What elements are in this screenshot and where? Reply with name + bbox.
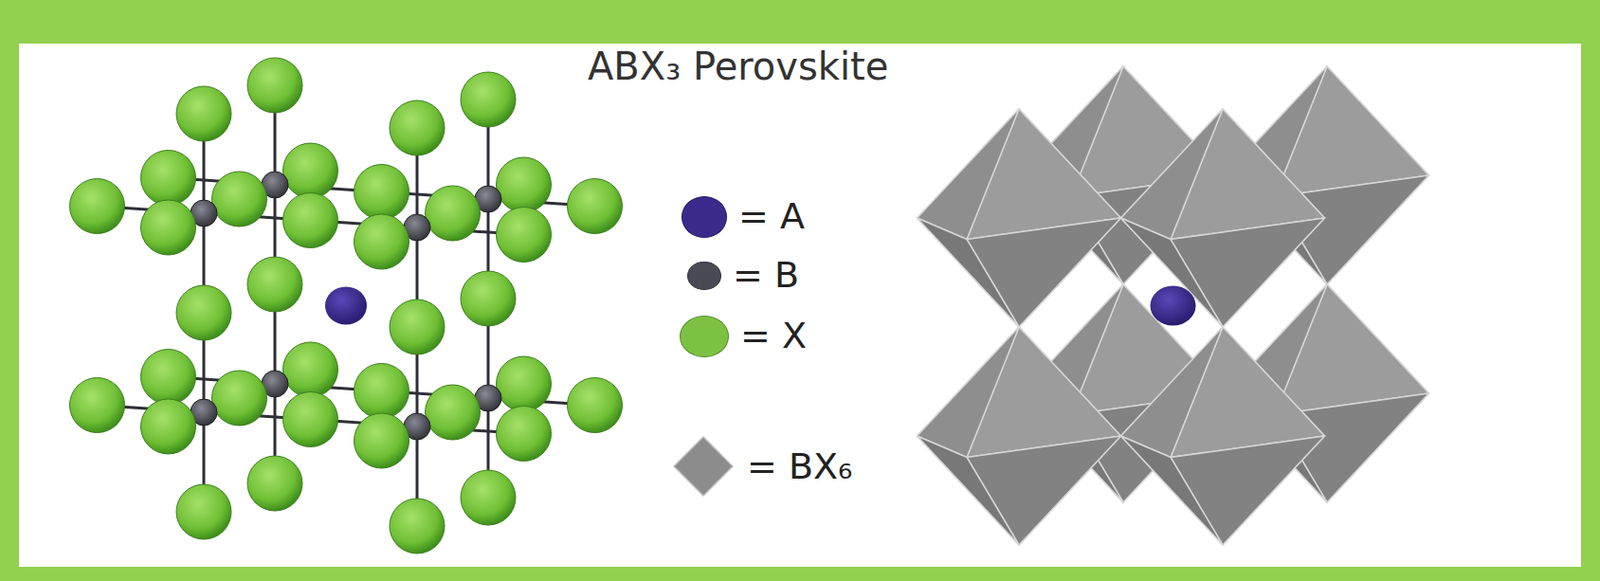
legend-text: = A	[738, 198, 805, 235]
legend-text: = X	[740, 317, 807, 354]
x-atom	[425, 185, 481, 241]
a-atom	[325, 287, 367, 326]
x-atom	[247, 455, 303, 511]
bx6-octahedron	[917, 327, 1122, 546]
diagram-title: ABX₃ Perovskite	[587, 47, 889, 86]
legend-swatch	[681, 196, 728, 237]
x-atom	[141, 200, 197, 255]
octahedron-face	[1170, 436, 1326, 546]
ball-stick-lattice	[70, 57, 623, 554]
legend-swatch	[672, 436, 734, 497]
diamond-shape	[673, 436, 733, 496]
octahedron-face	[966, 436, 1122, 546]
x-atom	[460, 470, 516, 526]
x-atom	[460, 271, 516, 327]
x-atom	[354, 164, 410, 220]
x-atom	[70, 179, 126, 235]
octahedron-face	[1121, 327, 1224, 458]
diamond-swatch	[672, 436, 734, 497]
bx6-octahedron	[917, 109, 1122, 328]
x-atom	[354, 413, 410, 469]
x-atom	[70, 378, 126, 434]
legend-swatch	[687, 261, 722, 291]
bx6-octahedron	[1121, 109, 1326, 328]
octahedron-face	[917, 436, 1020, 546]
x-atom	[496, 356, 552, 412]
x-atom	[283, 193, 339, 249]
a-atom	[1150, 286, 1197, 327]
legend-swatch	[679, 315, 729, 359]
octahedra-network	[917, 66, 1430, 546]
x-atom	[141, 150, 197, 206]
x-atom	[283, 342, 339, 398]
x-atom	[496, 207, 552, 263]
x-atom	[141, 399, 197, 455]
x-atom	[389, 498, 445, 554]
x-atom	[460, 72, 516, 128]
legend-text: = B	[732, 256, 800, 293]
x-atom	[283, 392, 339, 448]
x-atom	[496, 406, 552, 462]
x-atom	[212, 171, 268, 227]
x-atom	[389, 299, 445, 355]
octahedron-face	[1121, 218, 1224, 328]
x-atom	[496, 157, 552, 213]
octahedron-face	[917, 218, 1020, 328]
bx6-octahedron	[1121, 327, 1326, 546]
octahedron-face	[966, 218, 1122, 328]
octahedron-face	[1121, 436, 1224, 546]
x-atom	[176, 285, 232, 341]
x-atom	[283, 143, 339, 199]
octahedron-face	[1121, 109, 1224, 240]
x-atom	[247, 256, 303, 312]
legend-text: = BX₆	[746, 448, 853, 485]
x-atom	[354, 363, 410, 419]
x-atom	[176, 484, 232, 540]
x-atom	[141, 349, 197, 405]
x-atom	[354, 214, 410, 270]
x-atom	[567, 378, 623, 434]
octahedron-face	[917, 327, 1020, 458]
octahedron-face	[917, 109, 1020, 240]
x-atom	[176, 86, 232, 142]
x-atom	[389, 100, 445, 156]
x-atom	[212, 370, 268, 426]
x-atom	[425, 384, 481, 440]
x-atom	[567, 179, 623, 235]
x-atom	[247, 57, 303, 113]
